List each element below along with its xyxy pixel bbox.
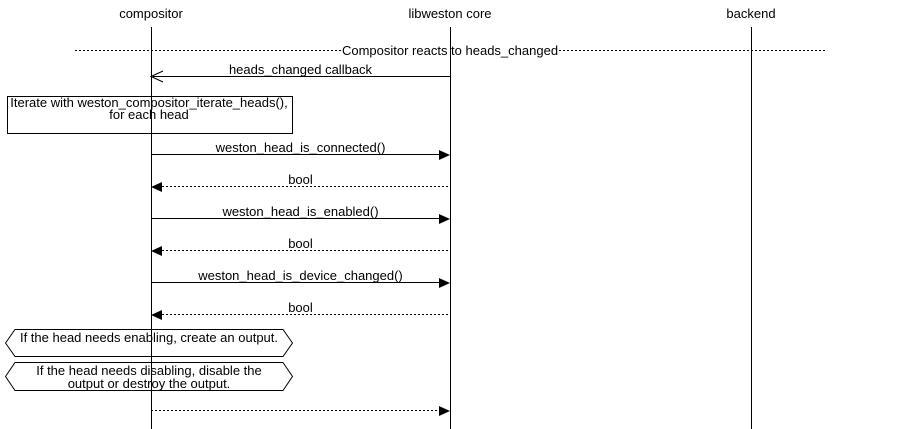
condition-disable-output-shape <box>5 362 293 391</box>
message-line-weston-head-is-connected <box>151 154 439 155</box>
message-label-heads-changed-callback: heads_changed callback <box>228 62 373 77</box>
lifeline-libweston-core <box>450 27 451 429</box>
message-label-bool-2: bool <box>288 236 313 251</box>
condition-disable-output-text: If the head needs disabling, disable the… <box>36 363 262 391</box>
message-line-bool-1 <box>162 186 450 187</box>
divider-compositor-reacts: Compositor reacts to heads_changed <box>75 43 826 58</box>
lifeline-backend <box>751 27 752 429</box>
message-line-bool-3 <box>162 314 450 315</box>
divider-label: Compositor reacts to heads_changed <box>341 43 559 58</box>
filled-arrowhead-icon <box>151 182 162 192</box>
note-iterate-heads <box>7 96 293 134</box>
condition-enable-output-text: If the head needs enabling, create an ou… <box>19 330 279 345</box>
participant-compositor: compositor <box>119 6 183 21</box>
message-line-final-return <box>151 410 439 411</box>
filled-arrowhead-icon <box>151 246 162 256</box>
message-line-bool-2 <box>162 250 450 251</box>
message-label-bool-3: bool <box>288 300 313 315</box>
message-label-bool-1: bool <box>288 172 313 187</box>
lifeline-compositor <box>151 27 152 429</box>
message-label-weston-head-is-device-changed: weston_head_is_device_changed() <box>198 268 403 283</box>
divider-line-left <box>75 50 341 51</box>
message-line-weston-head-is-enabled <box>151 218 439 219</box>
open-arrowhead-icon <box>150 70 164 83</box>
filled-arrowhead-icon <box>439 150 450 160</box>
message-label-weston-head-is-enabled: weston_head_is_enabled() <box>222 204 379 219</box>
filled-arrowhead-icon <box>151 310 162 320</box>
filled-arrowhead-icon <box>439 406 450 416</box>
condition-enable-output-shape <box>5 329 293 357</box>
filled-arrowhead-icon <box>439 278 450 288</box>
message-line-weston-head-is-device-changed <box>151 282 439 283</box>
participant-libweston-core: libweston core <box>408 6 492 21</box>
divider-line-right <box>559 50 826 51</box>
note-iterate-heads-text: Iterate with weston_compositor_iterate_h… <box>10 95 288 122</box>
participant-backend: backend <box>726 6 776 21</box>
message-line-heads-changed-callback <box>153 76 450 77</box>
message-label-weston-head-is-connected: weston_head_is_connected() <box>215 140 386 155</box>
filled-arrowhead-icon <box>439 214 450 224</box>
